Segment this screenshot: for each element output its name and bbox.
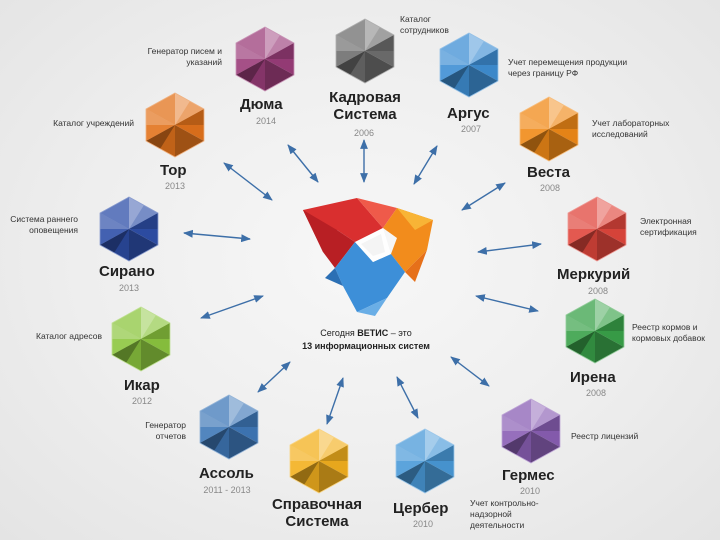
node-year-duma: 2014 [226,116,306,126]
node-year-assol: 2011 - 2013 [187,485,267,495]
cube-assol [196,394,262,460]
node-desc-argus: Учет перемещения продукции через границу… [508,57,648,79]
node-name-tor: Тор [160,162,187,179]
cube-duma [232,26,298,92]
node-year-sirano: 2013 [89,283,169,293]
caption-suffix: – это [388,328,411,338]
cube-ikar [108,306,174,372]
arrow-vesta [462,183,505,210]
node-name-spravochnaya: Справочная Система [262,496,372,530]
node-name-vesta: Веста [527,164,570,181]
node-year-tserber: 2010 [383,519,463,529]
node-year-tor: 2013 [135,181,215,191]
node-name-germes: Гермес [502,467,555,484]
cube-tserber [392,428,458,494]
node-name-ikar: Икар [124,377,160,394]
node-desc-tor: Каталог учреждений [30,118,134,129]
arrow-merkuriy [478,244,541,252]
node-name-sirano: Сирано [99,263,155,280]
node-year-irena: 2008 [556,388,636,398]
node-desc-merkuriy: Электронная сертификация [640,216,712,238]
node-name-irena: Ирена [570,369,616,386]
center-caption: Сегодня ВЕТИС – это 13 информационных си… [276,327,456,353]
caption-prefix: Сегодня [320,328,357,338]
node-desc-ikar: Каталог адресов [16,331,102,342]
arrow-assol [258,362,290,392]
vetis-logo [295,190,440,320]
cube-merkuriy [564,196,630,262]
node-name-assol: Ассоль [199,465,254,482]
cube-argus [436,32,502,98]
node-name-argus: Аргус [447,105,490,122]
node-name-kadrovaya: Кадровая Система [310,89,420,123]
cube-tor [142,92,208,158]
caption-line2: 13 информационных систем [302,341,430,351]
arrow-ikar [201,296,263,318]
cube-sirano [96,196,162,262]
arrow-spravochnaya [327,378,343,424]
node-desc-duma: Генератор писем и указаний [130,46,222,68]
node-year-merkuriy: 2008 [558,286,638,296]
cube-germes [498,398,564,464]
arrow-irena [476,296,538,311]
cube-vesta [516,96,582,162]
node-desc-sirano: Система раннего оповещения [2,214,78,236]
node-desc-assol: Генератор отчетов [124,420,186,442]
node-name-duma: Дюма [240,96,283,113]
node-desc-germes: Реестр лицензий [571,431,667,442]
cube-spravochnaya [286,428,352,494]
arrow-germes [451,357,489,386]
node-year-vesta: 2008 [510,183,590,193]
node-desc-vesta: Учет лабораторных исследований [592,118,688,140]
cube-irena [562,298,628,364]
arrow-tor [224,163,272,200]
arrow-tserber [397,377,418,418]
node-year-argus: 2007 [431,124,511,134]
node-name-tserber: Цербер [393,500,448,517]
caption-brand: ВЕТИС [357,328,388,338]
node-year-germes: 2010 [490,486,570,496]
arrow-duma [288,145,318,182]
node-desc-tserber: Учет контрольно-надзорной деятельности [470,498,544,531]
node-desc-irena: Реестр кормов и кормовых добавок [632,322,716,344]
arrow-argus [414,146,437,184]
node-year-kadrovaya: 2006 [324,128,404,138]
node-year-ikar: 2012 [102,396,182,406]
cube-kadrovaya [332,18,398,84]
node-name-merkuriy: Меркурий [557,266,630,283]
arrow-sirano [184,233,250,239]
